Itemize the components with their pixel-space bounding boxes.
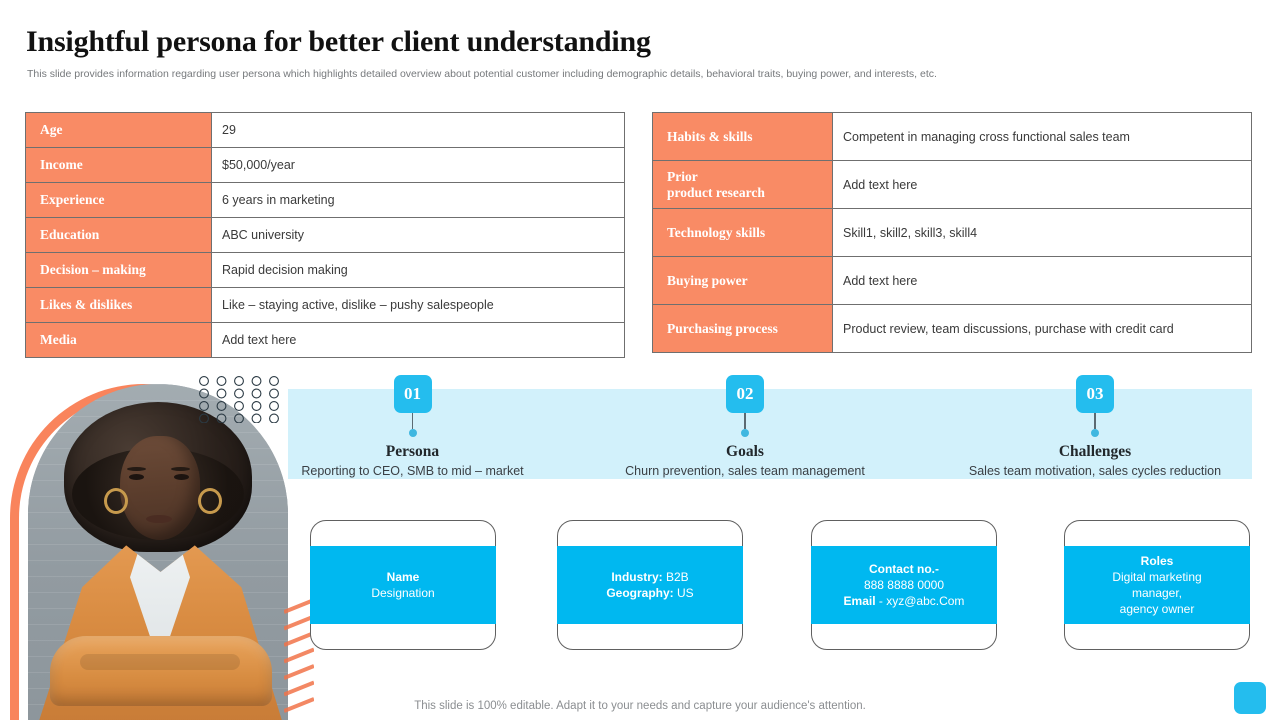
step-connector-line	[1094, 413, 1096, 429]
table-row-value: Add text here	[832, 256, 1252, 305]
persona-photo-block	[0, 370, 300, 720]
portrait-eyebrow-left	[127, 467, 146, 471]
table-row-label: Habits & skills	[652, 112, 833, 161]
step-title: Persona	[385, 443, 440, 460]
step-description: Reporting to CEO, SMB to mid – market	[301, 464, 524, 478]
step-title: Goals	[726, 443, 764, 460]
card-text-line: Name	[386, 569, 420, 584]
portrait-face	[120, 436, 200, 540]
table-row-value: 29	[211, 112, 625, 148]
table-row-label: Purchasing process	[652, 304, 833, 353]
portrait-eyebrow-right	[171, 467, 190, 471]
table-row-value: Add text here	[211, 322, 625, 358]
table-row-label: Decision – making	[25, 252, 212, 288]
step-connector-dot	[408, 429, 417, 437]
step-connector-dot	[1091, 429, 1099, 437]
card-text-line: Email - xyz@abc.Com	[843, 594, 965, 609]
portrait-lips	[146, 515, 172, 523]
table-row-label: Income	[25, 147, 212, 183]
table-row-value: Add text here	[832, 160, 1252, 209]
footer-note: This slide is 100% editable. Adapt it to…	[414, 700, 866, 712]
card-text-line: Digital marketing	[1112, 569, 1202, 584]
persona-portrait-image	[28, 384, 288, 720]
table-row-value: 6 years in marketing	[211, 182, 625, 218]
table-row-label: Technology skills	[652, 208, 833, 257]
portrait-earring-left	[104, 488, 128, 514]
step-connector-dot	[741, 429, 749, 437]
portrait-earring-right	[198, 488, 222, 514]
table-row-value: Competent in managing cross functional s…	[832, 112, 1252, 161]
industry-card-content: Industry: B2B Geography: US	[557, 546, 743, 624]
table-row-label: Media	[25, 322, 212, 358]
table-row-value: Rapid decision making	[211, 252, 625, 288]
portrait-eye-left	[129, 474, 144, 480]
card-text-line: Roles	[1140, 553, 1174, 568]
step-marker-challenges[interactable]: 03 Challenges Sales team motivation, sal…	[940, 375, 1250, 478]
table-row-value: ABC university	[211, 217, 625, 253]
dot-grid-decoration-icon	[199, 376, 279, 423]
table-row-label: Age	[25, 112, 212, 148]
card-text-line: manager,agency owner	[1119, 586, 1195, 617]
step-connector-line	[744, 413, 746, 429]
portrait-eye-right	[174, 474, 189, 480]
card-text-line: Geography: US	[606, 586, 694, 600]
card-text-line: Contact no.-	[868, 561, 939, 576]
table-row-value: Product review, team discussions, purcha…	[832, 304, 1252, 353]
card-text-line: Industry: B2B	[611, 569, 689, 584]
table-row-label: Likes & dislikes	[25, 287, 212, 323]
diagonal-stripes-decoration-icon	[284, 598, 314, 713]
page-title: Insightful persona for better client und…	[26, 25, 651, 58]
step-number-badge: 02	[726, 375, 764, 413]
page-subtitle: This slide provides information regardin…	[27, 68, 937, 80]
table-row: Income$50,000/year	[25, 147, 625, 183]
table-row-value: $50,000/year	[211, 147, 625, 183]
table-row-label: Experience	[25, 182, 212, 218]
industry-card[interactable]: Industry: B2B Geography: US	[557, 520, 743, 650]
step-number-badge: 01	[393, 375, 432, 413]
step-number-badge: 03	[1076, 375, 1114, 413]
step-title: Challenges	[1058, 443, 1132, 460]
table-row-value: Like – staying active, dislike – pushy s…	[211, 287, 625, 323]
table-row-label: Education	[25, 217, 212, 253]
table-row-value: Skill1, skill2, skill3, skill4	[832, 208, 1252, 257]
step-description: Churn prevention, sales team management	[625, 464, 865, 478]
card-text-line: 888 8888 0000	[863, 577, 945, 592]
step-connector-line	[411, 413, 414, 429]
card-text-line: Designation	[371, 586, 435, 600]
corner-accent-square	[1234, 682, 1266, 714]
portrait-crossed-arms	[50, 636, 272, 706]
step-marker-persona[interactable]: 01 Persona Reporting to CEO, SMB to mid …	[260, 375, 565, 478]
step-description: Sales team motivation, sales cycles redu…	[968, 464, 1222, 478]
table-row-label: Buying power	[652, 256, 833, 305]
step-marker-goals[interactable]: 02 Goals Churn prevention, sales team ma…	[595, 375, 895, 478]
